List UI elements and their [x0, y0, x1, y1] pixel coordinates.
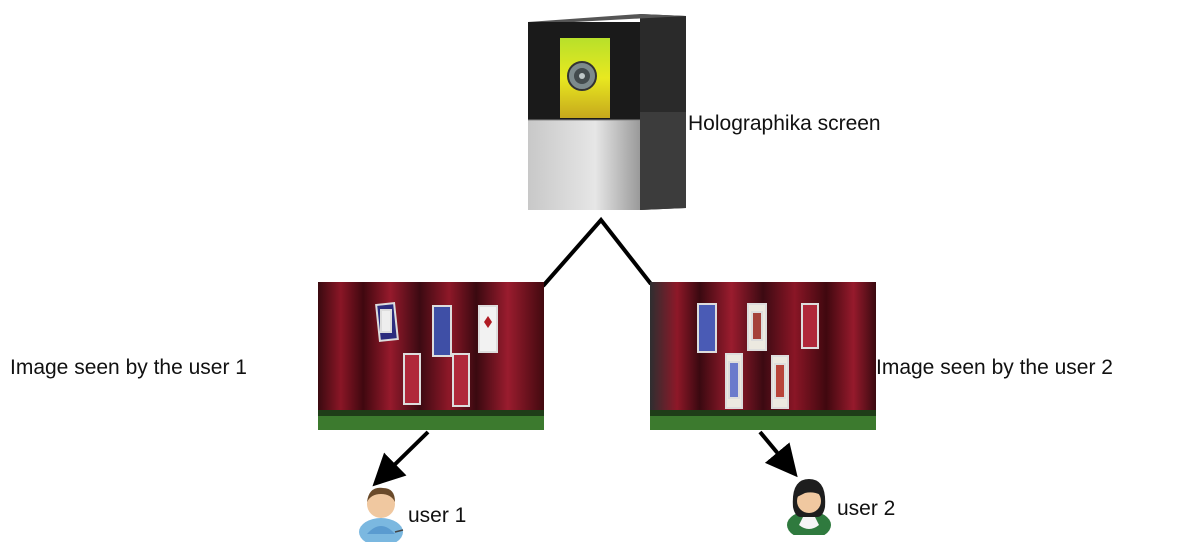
floating-cards: [697, 303, 819, 409]
image-user-1-label: Image seen by the user 1: [10, 356, 247, 379]
arrow-to-user-2: [758, 430, 798, 478]
male-user-icon: [359, 487, 404, 542]
holographika-screen-icon: [528, 14, 686, 210]
view-user-2-image: [650, 282, 876, 430]
image-user-2-label: Image seen by the user 2: [876, 356, 1113, 379]
view-user-1-image: [318, 282, 544, 430]
arrow-to-user-1: [372, 430, 430, 487]
holographika-screen-label: Holographika screen: [688, 112, 881, 135]
user-1-label: user 1: [408, 504, 467, 527]
female-user-icon: [787, 479, 831, 535]
screen-to-views-connector: [541, 216, 653, 288]
user-2-label: user 2: [837, 497, 896, 520]
floating-cards: [375, 302, 498, 407]
